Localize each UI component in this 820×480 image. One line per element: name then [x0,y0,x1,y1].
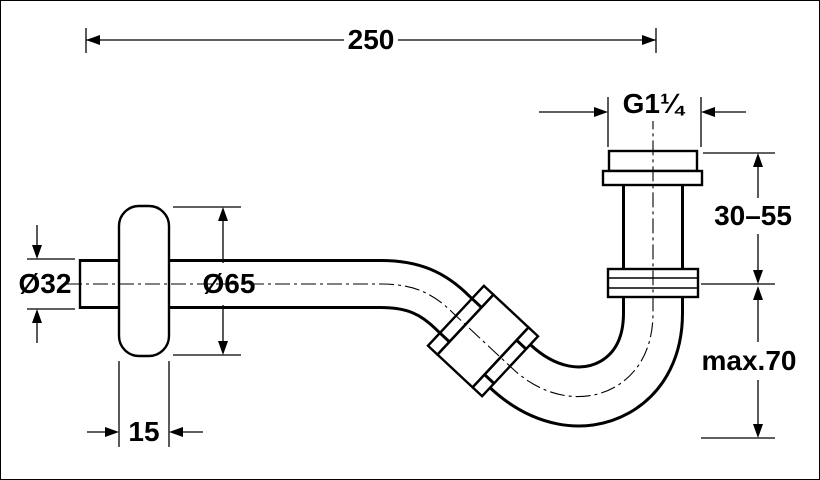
dimension-rosette-depth: 15 [87,361,203,447]
dim-rosette-diameter-label: Ø65 [203,268,256,299]
dim-rosette-depth-label: 15 [128,416,159,447]
pipe-centerline [67,121,654,398]
dim-max-height-label: max.70 [702,345,797,376]
dim-thread-size-label: G1¼ [623,88,686,119]
dimension-overall-length: 250 [85,24,657,55]
dimension-max-height: max.70 [701,286,797,439]
dim-overall-length-label: 250 [348,24,395,55]
dimension-rosette-diameter: Ø65 [173,206,256,356]
dim-outlet-diameter-label: Ø32 [19,268,72,299]
dim-height-adjust-label: 30–55 [714,200,792,231]
dimension-height-adjust: 30–55 [701,152,792,285]
dimension-thread-size: G1¼ [539,88,746,147]
wall-rosette [117,204,171,358]
dimension-outlet-diameter: Ø32 [19,225,75,343]
